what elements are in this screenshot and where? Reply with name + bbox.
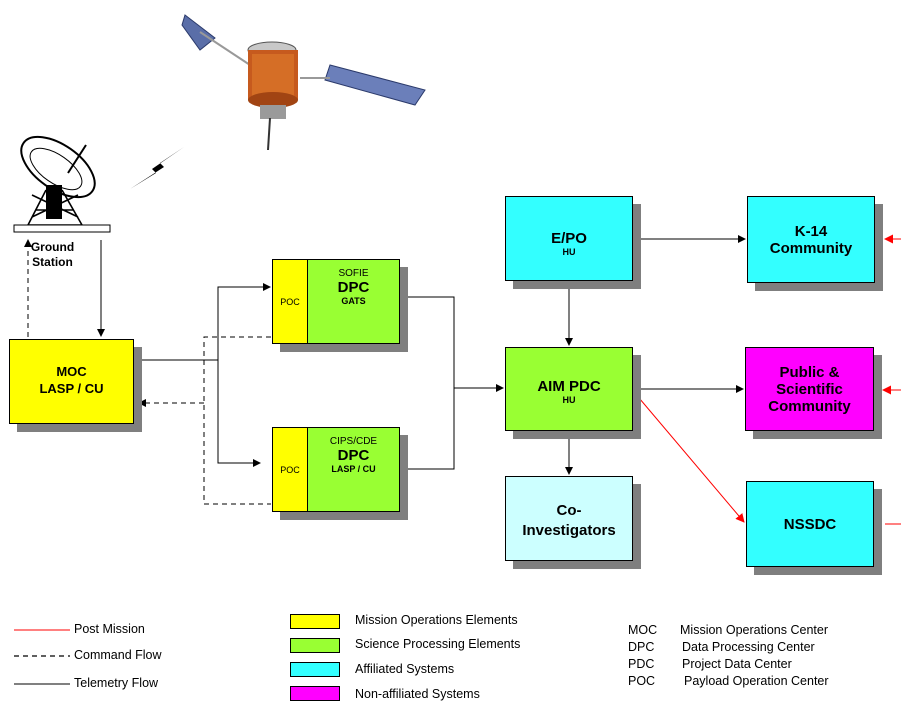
k14-line2: Community [769,240,853,257]
public-line1: Public & [779,364,840,381]
sofie-dpc-part: SOFIE DPC GATS [308,260,399,343]
cips-dpc-part: CIPS/CDE DPC LASP / CU [308,428,399,511]
nssdc-title: NSSDC [783,516,837,533]
sofie-poc-label: POC [273,260,308,343]
sofie-gats-label: GATS [341,296,366,306]
ground-station-label: Ground Station [10,240,95,270]
k14-community-box: K-14 Community [747,196,875,283]
aim-pdc-box: AIM PDC HU [505,347,633,431]
dpc-to-pdc-flow [400,296,455,470]
lightning-signal-icon [130,147,184,189]
coi-line2: Investigators [522,522,616,539]
abbr-dpc-abbr: DPC [628,640,655,654]
sofie-label: SOFIE [338,268,369,279]
legend-mission-ops-label: Mission Operations Elements [355,613,518,627]
ground-station-line1: Ground [30,240,75,254]
aim-pdc-subtitle: HU [562,395,576,405]
public-line2: Scientific [776,381,843,398]
legend-command-label: Command Flow [74,648,162,662]
epo-title: E/PO [551,230,587,247]
coi-line1: Co- [556,502,582,519]
abbr-moc-abbr: MOC [628,623,658,637]
abbr-poc-meaning: Payload Operation Center [684,674,829,688]
public-line3: Community [768,398,851,415]
satellite-dish-icon [13,135,111,233]
moc-box: MOC LASP / CU [9,339,134,424]
sofie-dpc-box: POC SOFIE DPC GATS [272,259,400,344]
epo-box: E/PO HU [505,196,633,281]
cips-lasp-label: LASP / CU [331,464,376,474]
abbr-dpc-meaning: Data Processing Center [682,640,815,654]
legend-non-affiliated-label: Non-affiliated Systems [355,687,480,701]
epo-subtitle: HU [562,247,576,257]
abbr-poc-abbr: POC [628,674,656,688]
pdc-nssdc-postmission [633,391,745,523]
legend-science-proc-label: Science Processing Elements [355,637,521,651]
cips-dpc-box: POC CIPS/CDE DPC LASP / CU [272,427,400,512]
cips-label: CIPS/CDE [329,436,378,447]
moc-to-dpc-telemetry [135,283,271,361]
ground-station-line2: Station [32,255,73,269]
k14-line1: K-14 [794,223,828,240]
public-scientific-box: Public & Scientific Community [745,347,874,431]
nssdc-box: NSSDC [746,481,874,567]
co-investigators-box: Co- Investigators [505,476,633,561]
sofie-dpc-label: DPC [337,279,370,296]
cips-dpc-label: DPC [337,447,370,464]
abbr-pdc-abbr: PDC [628,657,655,671]
satellite-icon [181,14,426,151]
legend-swatch-affiliated [290,662,340,677]
moc-title: MOC [56,364,87,379]
moc-subtitle: LASP / CU [39,381,104,396]
dpc-to-moc-command [203,336,271,505]
abbr-moc-meaning: Mission Operations Center [680,623,828,637]
legend-affiliated-label: Affiliated Systems [355,662,455,676]
abbr-pdc-meaning: Project Data Center [682,657,792,671]
legend-post-mission-label: Post Mission [74,622,145,636]
aim-pdc-title: AIM PDC [537,378,601,395]
legend-swatch-non-affiliated [290,686,340,701]
legend-telemetry-label: Telemetry Flow [74,676,159,690]
legend-swatch-mission-ops [290,614,340,629]
legend-swatch-science-proc [290,638,340,653]
cips-poc-label: POC [273,428,308,511]
